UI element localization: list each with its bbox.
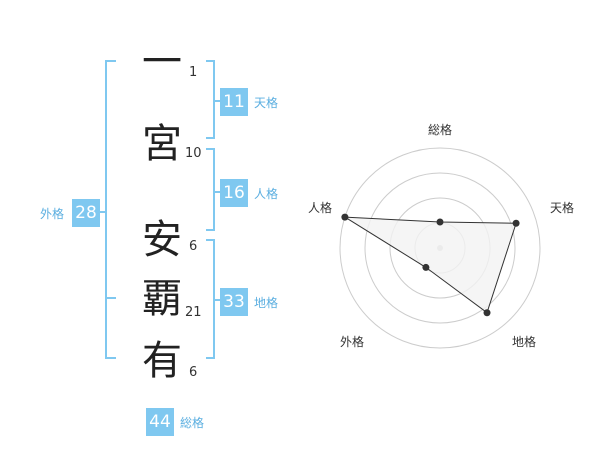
radar-point-4 [341,213,349,221]
radar-point-0 [436,218,444,226]
jinkaku-label: 人格 [254,187,279,201]
name-char-1: 一 [142,39,182,85]
jinkaku-bracket [206,148,215,231]
stroke-count-3: 6 [189,239,198,254]
radar-axis-label-1: 天格 [549,201,574,215]
chikaku-badge: 33 [220,288,248,316]
gaikaku-badge: 28 [72,199,100,227]
tenkaku-bracket [206,60,215,139]
gaikaku-label: 外格 [40,207,65,221]
tenkaku-label: 天格 [254,96,279,110]
radar-point-2 [483,309,491,317]
jinkaku-badge: 16 [220,179,248,207]
radar-point-1 [512,219,520,227]
stroke-count-2: 10 [185,146,202,161]
soukaku-label: 総格 [180,416,205,430]
name-char-5: 有 [142,338,182,384]
name-char-2: 宮 [142,121,182,167]
soukaku-badge: 44 [146,408,174,436]
tenkaku-badge: 11 [220,88,248,116]
name-char-3: 安 [142,217,182,263]
radar-axis-label-2: 地格 [511,335,536,349]
radar-ring [364,172,516,324]
gaikaku-bracket [105,60,116,359]
stroke-count-5: 6 [189,365,198,380]
stroke-count-1: 1 [189,65,198,80]
chikaku-label: 地格 [254,296,279,310]
radar-series-polygon [344,216,517,314]
radar-axis-label-3: 外格 [339,335,364,349]
radar-axis-label-4: 人格 [307,201,332,215]
radar-axis-label-0: 総格 [427,123,452,137]
radar-ring [339,147,541,349]
radar-point-3 [422,263,430,271]
name-char-4: 覇 [142,276,182,322]
stroke-count-4: 21 [185,305,202,320]
